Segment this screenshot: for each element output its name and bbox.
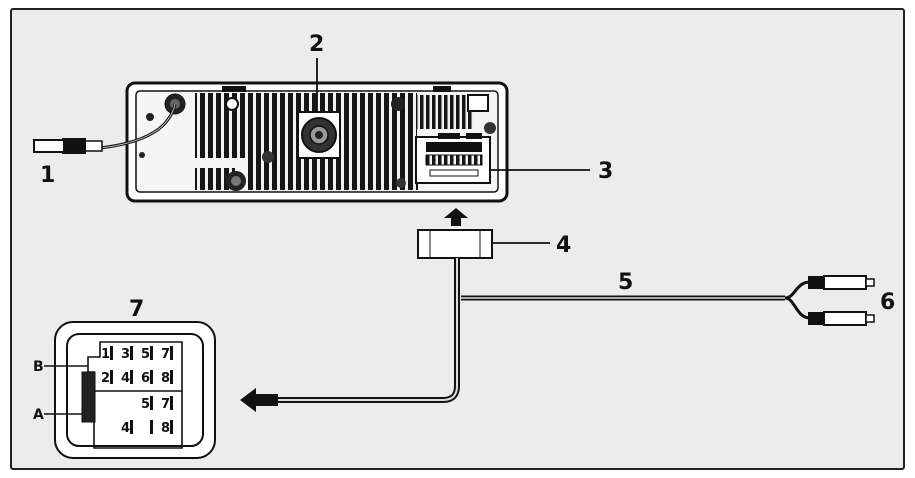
pin-label: 4 <box>121 371 130 386</box>
pin-label: 3 <box>121 347 130 362</box>
rca-cable <box>461 280 811 320</box>
iso-socket <box>415 133 491 184</box>
callout-5: 5 <box>618 270 633 295</box>
left-arrow-icon <box>240 388 278 412</box>
leader-lines <box>316 58 590 244</box>
callout-7: 7 <box>129 297 144 322</box>
callout-2: 2 <box>309 32 324 57</box>
callout-6: 6 <box>880 290 895 315</box>
pin-label: 4 <box>121 421 130 436</box>
harness-cable <box>278 258 460 403</box>
pin-label: 2 <box>101 371 110 386</box>
fan-icon <box>297 111 341 159</box>
rca-plugs <box>808 275 875 326</box>
pin-label: 5 <box>141 347 150 362</box>
callout-4: 4 <box>556 233 571 258</box>
antenna-lead <box>33 103 177 154</box>
head-unit-rear <box>125 81 509 203</box>
pin-label: 7 <box>161 347 170 362</box>
pin-label: 7 <box>161 397 170 412</box>
pin-label: 1 <box>101 347 110 362</box>
side-b-label: B <box>33 359 44 375</box>
callout-3: 3 <box>598 159 613 184</box>
harness-adapter <box>417 229 493 259</box>
side-a-label: A <box>33 407 44 423</box>
up-arrow-icon <box>444 208 468 226</box>
pin-label: 6 <box>141 371 150 386</box>
pin-label: 8 <box>161 421 170 436</box>
pin-label: 5 <box>141 397 150 412</box>
callout-1: 1 <box>40 163 55 188</box>
connector-pinout: 1 3 5 7 2 4 6 8 5 7 4 8 B A <box>33 321 216 459</box>
pin-label: 8 <box>161 371 170 386</box>
